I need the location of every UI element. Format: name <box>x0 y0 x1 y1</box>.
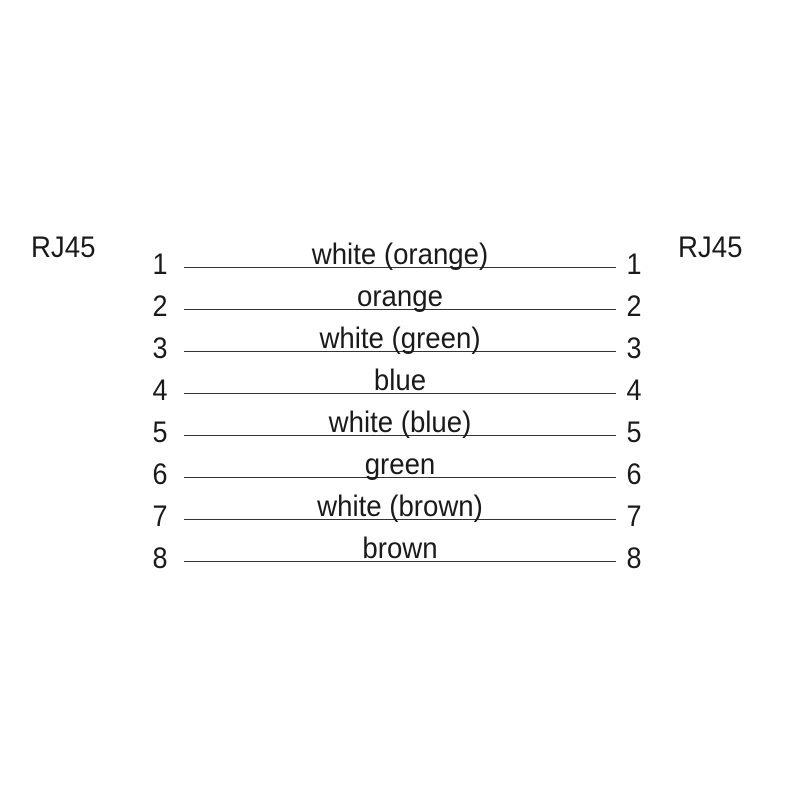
left-pin-number: 8 <box>152 542 168 575</box>
right-pin-number: 8 <box>626 542 642 575</box>
wire-row: 1 white (orange) 1 <box>0 238 800 281</box>
wire-color-label: white (blue) <box>328 406 472 439</box>
wire-line <box>184 435 616 436</box>
left-pin-number: 2 <box>152 290 168 323</box>
wire-row: 5 white (blue) 5 <box>0 406 800 449</box>
wire-color-label: blue <box>373 364 427 397</box>
left-pin-number: 7 <box>152 500 168 533</box>
left-pin-number: 4 <box>152 374 168 407</box>
right-pin-number: 3 <box>626 332 642 365</box>
wire-line <box>184 477 616 478</box>
right-pin-number: 2 <box>626 290 642 323</box>
left-pin-number: 5 <box>152 416 168 449</box>
wire-color-label: green <box>364 448 436 481</box>
wire-row: 2 orange 2 <box>0 280 800 323</box>
right-connector-label: RJ45 <box>678 231 743 264</box>
left-pin-number: 6 <box>152 458 168 491</box>
wire-line <box>184 561 616 562</box>
left-pin-number: 3 <box>152 332 168 365</box>
right-pin-number: 7 <box>626 500 642 533</box>
wire-line <box>184 393 616 394</box>
left-connector-label: RJ45 <box>31 231 96 264</box>
wire-row: 7 white (brown) 7 <box>0 490 800 533</box>
wire-line <box>184 267 616 268</box>
wire-row: 4 blue 4 <box>0 364 800 407</box>
right-pin-number: 4 <box>626 374 642 407</box>
wire-line <box>184 309 616 310</box>
wire-color-label: brown <box>362 532 438 565</box>
wire-row: 6 green 6 <box>0 448 800 491</box>
wire-color-label: orange <box>357 280 443 313</box>
wire-line <box>184 519 616 520</box>
wire-color-label: white (brown) <box>317 490 483 523</box>
right-pin-number: 5 <box>626 416 642 449</box>
left-pin-number: 1 <box>152 248 168 281</box>
right-pin-number: 1 <box>626 248 642 281</box>
wire-color-label: white (green) <box>319 322 481 355</box>
wire-line <box>184 351 616 352</box>
wire-color-label: white (orange) <box>311 238 489 271</box>
right-pin-number: 6 <box>626 458 642 491</box>
wire-row: 3 white (green) 3 <box>0 322 800 365</box>
wire-row: 8 brown 8 <box>0 532 800 575</box>
